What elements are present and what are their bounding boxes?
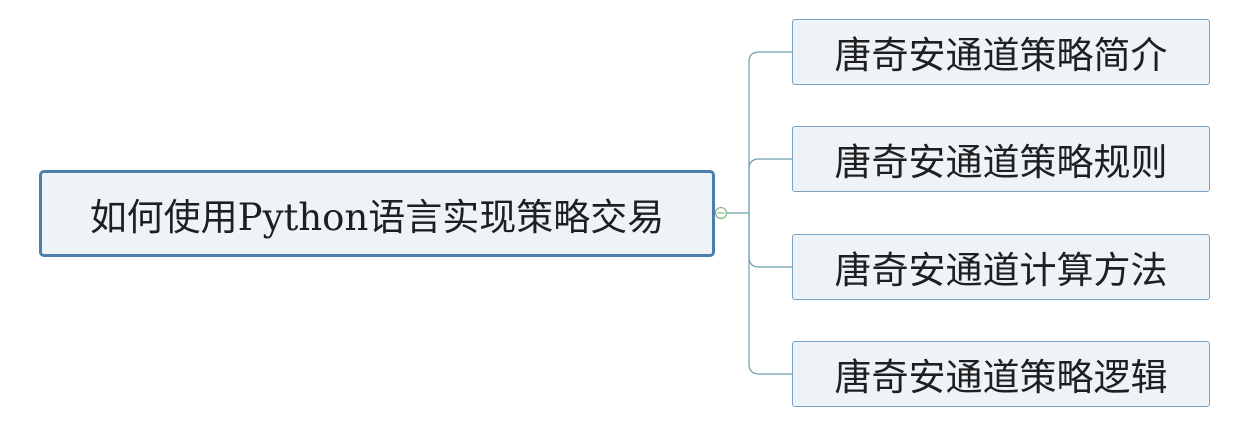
subtopic-label: 唐奇安通道策略逻辑 (834, 356, 1168, 399)
subtopic-calculation-method[interactable]: 唐奇安通道计算方法 (792, 234, 1210, 300)
minus-circle-icon[interactable] (714, 206, 728, 220)
subtopic-strategy-logic[interactable]: 唐奇安通道策略逻辑 (792, 341, 1210, 407)
connector-child-2 (748, 158, 792, 213)
subtopic-label: 唐奇安通道策略规则 (834, 141, 1168, 184)
connector-child-4 (748, 213, 792, 375)
subtopic-strategy-intro[interactable]: 唐奇安通道策略简介 (792, 19, 1210, 85)
subtopic-label: 唐奇安通道计算方法 (834, 249, 1168, 292)
subtopic-label: 唐奇安通道策略简介 (834, 34, 1168, 77)
connector-child-3 (748, 213, 792, 268)
subtopic-strategy-rules[interactable]: 唐奇安通道策略规则 (792, 126, 1210, 192)
connector-child-1 (748, 51, 792, 213)
root-topic[interactable]: 如何使用Python语言实现策略交易 (39, 170, 715, 257)
root-topic-label: 如何使用Python语言实现策略交易 (89, 195, 665, 239)
